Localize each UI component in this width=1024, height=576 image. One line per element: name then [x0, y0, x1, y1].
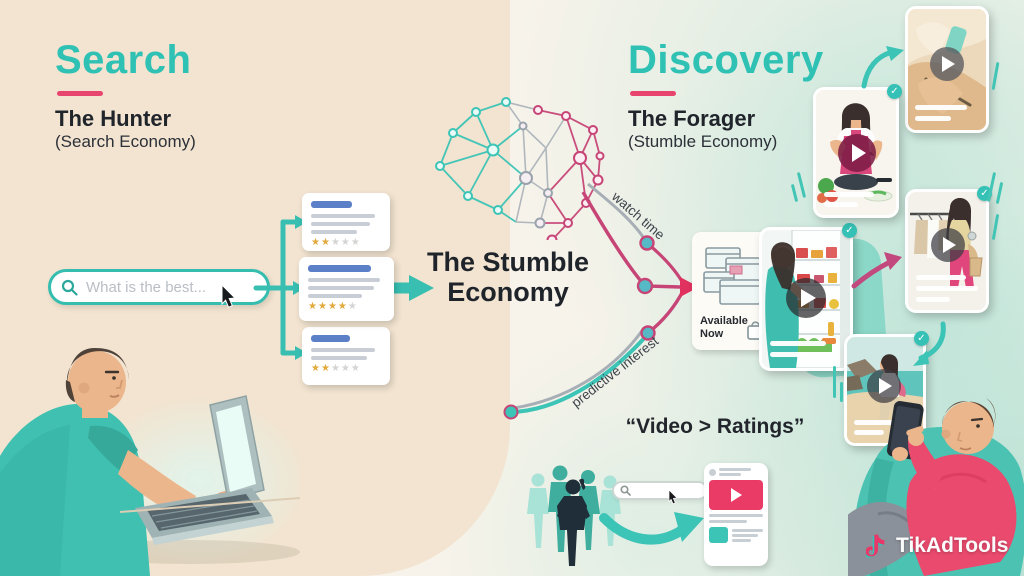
craft-scene-illustration [908, 9, 986, 130]
play-icon [786, 278, 826, 318]
cursor-icon [668, 489, 678, 505]
star-rating: ★★★★★ [311, 363, 361, 374]
cooking-video-scene [816, 90, 896, 215]
star-rating: ★★★★★ [311, 237, 361, 248]
result-title-bar [311, 335, 350, 342]
motion-line [840, 382, 843, 402]
check-icon: ✓ [887, 84, 902, 99]
result-title-bar [311, 201, 352, 208]
brand-note-icon [866, 534, 885, 558]
search-subtitle: The Hunter [55, 106, 172, 131]
predictive-interest-label: predictive interest [569, 333, 662, 410]
play-icon [838, 134, 876, 172]
discovery-title: Discovery [628, 38, 824, 82]
search-title-underline [57, 91, 103, 96]
watch-time-label: watch time [608, 188, 667, 242]
signal-curves: watch time predictive interest [503, 182, 699, 420]
play-icon [931, 228, 965, 262]
cooking-video-card: ✓ [813, 84, 902, 218]
result-card-2: ★★★★★ [299, 257, 394, 321]
result-card-3: ★★★★★ [302, 327, 390, 385]
search-icon [620, 485, 631, 496]
discovery-economy-label: (Stumble Economy) [628, 132, 778, 151]
brand-logo: TikAdTools [866, 533, 1008, 559]
big-arrow-icon [599, 512, 704, 545]
brain-network-icon [435, 97, 605, 240]
play-icon [930, 47, 964, 81]
craft-video-card [905, 6, 989, 133]
search-icon [61, 279, 78, 296]
search-placeholder: What is the best... [86, 278, 207, 296]
result-card-1: ★★★★★ [302, 193, 390, 251]
avatar [709, 468, 716, 476]
search-branch-connectors [253, 215, 434, 360]
arrow-pink-icon [851, 252, 902, 289]
available-now-text: Available Now [700, 314, 748, 341]
search-header: Search The Hunter (Search Economy) [55, 38, 196, 152]
play-icon [867, 369, 901, 403]
search-economy-label: (Search Economy) [55, 132, 196, 151]
check-icon: ✓ [914, 331, 929, 346]
fridge-video-card: ✓ [759, 223, 857, 371]
search-input: What is the best... [48, 269, 270, 305]
video-thumbnail [709, 480, 763, 510]
search-title: Search [55, 38, 192, 82]
check-icon: ✓ [842, 223, 857, 238]
player-header [709, 468, 763, 476]
cursor-icon [221, 284, 237, 308]
discovery-title-underline [630, 91, 676, 96]
available-now-card: Available Now [692, 232, 772, 350]
discovery-subtitle: The Forager [628, 106, 756, 131]
teal-thumb [709, 527, 728, 543]
video-ratings-quote: “Video > Ratings” [625, 415, 805, 438]
person-laptop-illustration [0, 348, 300, 576]
star-rating: ★★★★★ [308, 301, 358, 312]
shopping-video-card: ✓ [905, 186, 992, 313]
related-item [709, 527, 763, 543]
result-title-bar [308, 265, 372, 272]
craft-video-scene [908, 9, 986, 130]
arrow-down-icon [913, 321, 946, 366]
storage-containers-icon [703, 247, 761, 305]
fridge-video-scene [762, 230, 850, 368]
arrow-up-icon [861, 46, 904, 89]
video-player-card [704, 463, 768, 566]
brand-name: TikAdTools [896, 534, 1009, 557]
stumble-economy-title: The Stumble Economy [426, 247, 589, 308]
discovery-header: Discovery The Forager (Stumble Economy) [628, 38, 824, 152]
shopping-video-scene [908, 192, 986, 310]
motion-line [833, 366, 836, 398]
